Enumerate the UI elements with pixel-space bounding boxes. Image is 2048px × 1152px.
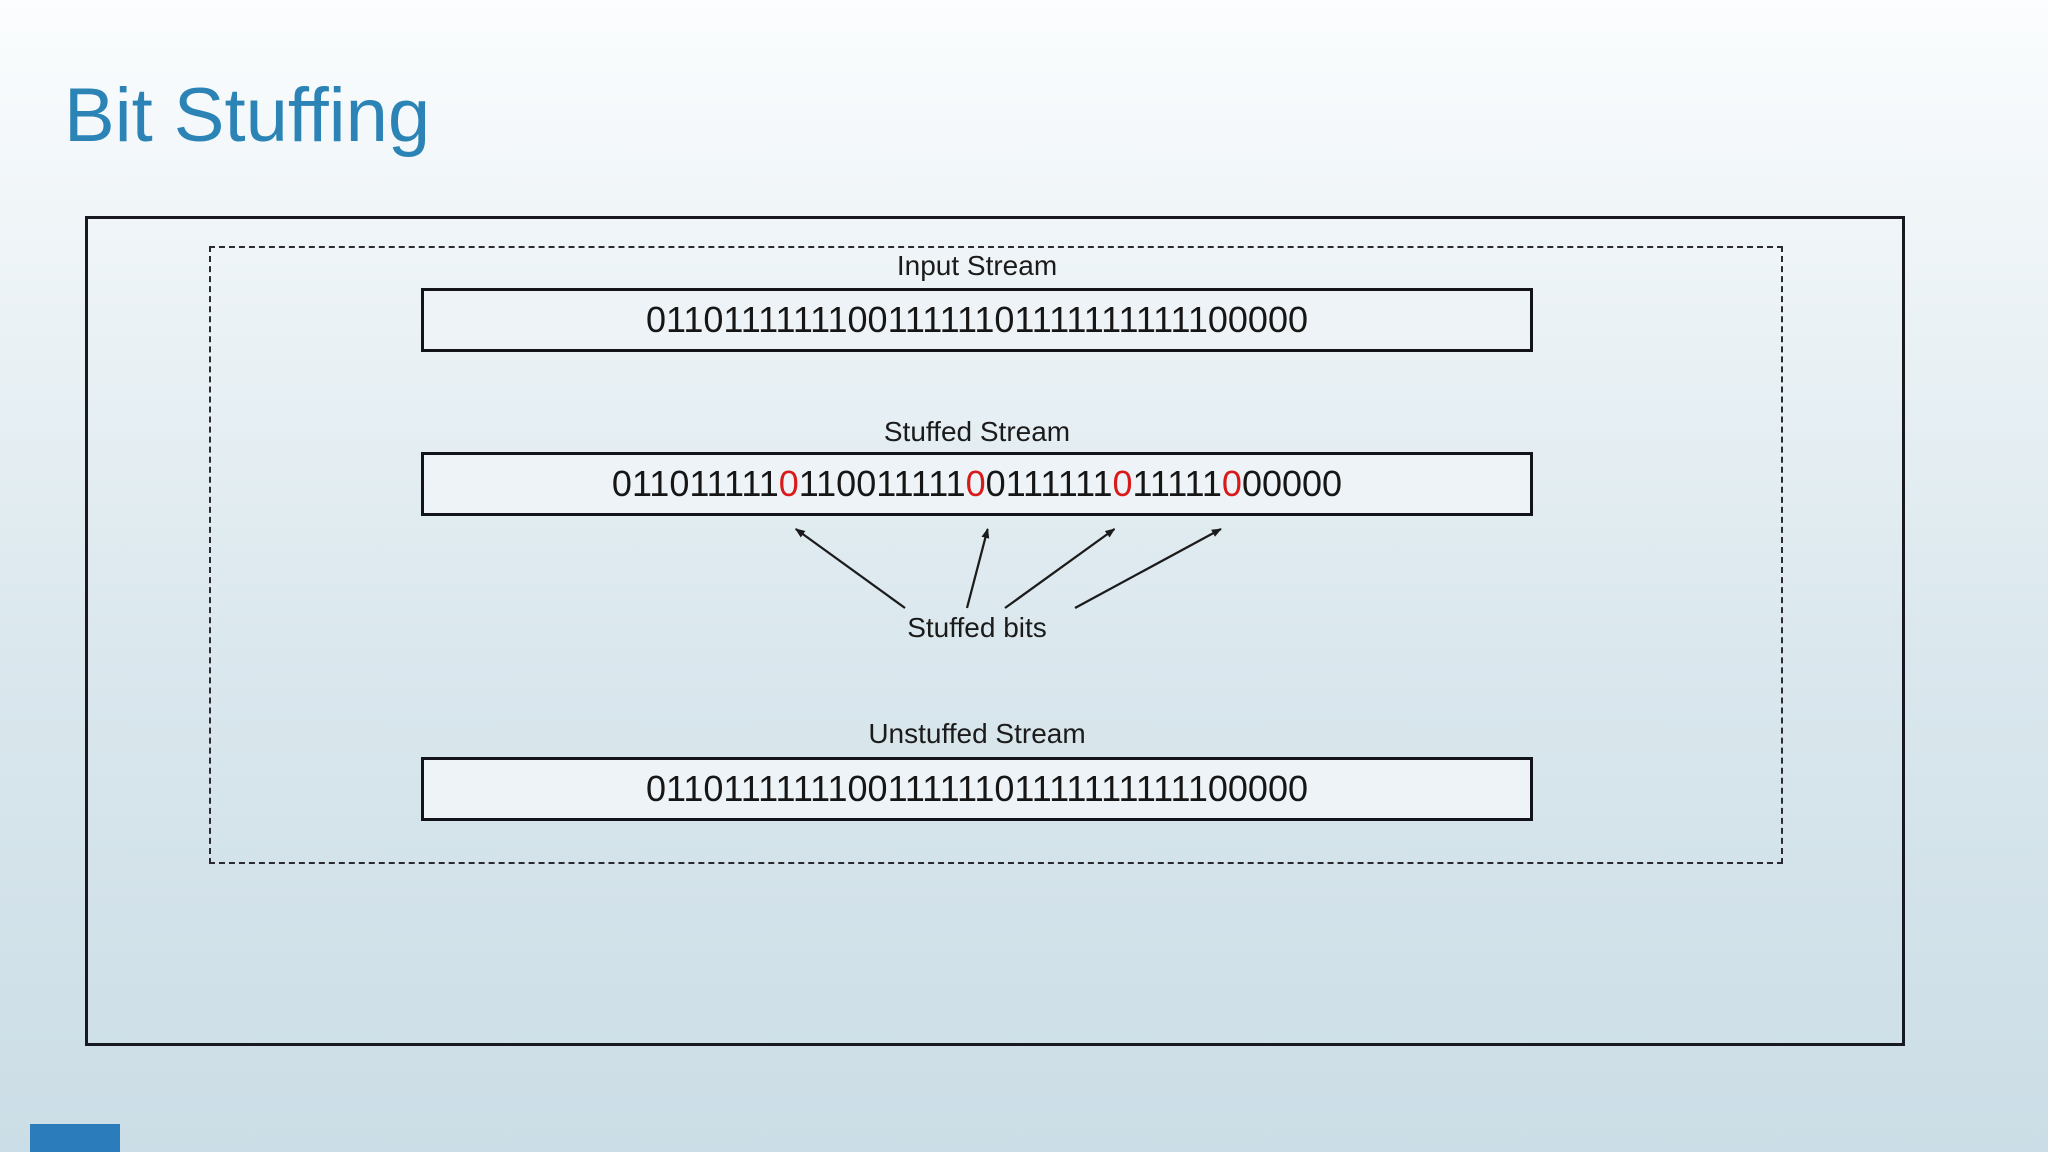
unstuffed-stream-box: 011011111110011111101111111111100000 bbox=[421, 757, 1533, 821]
bit-run: 011011111 bbox=[611, 463, 779, 504]
stuffed-bit: 0 bbox=[965, 463, 986, 504]
stuffed-stream-label: Stuffed Stream bbox=[883, 416, 1071, 447]
stuffed-stream-box: 011011111011001111100111111011111000000 bbox=[421, 452, 1533, 516]
bit-run: 0111111 bbox=[985, 463, 1113, 504]
input-stream-box: 011011111110011111101111111111100000 bbox=[421, 288, 1533, 352]
stuffed-bit: 0 bbox=[778, 463, 799, 504]
bit-run: 00000 bbox=[1241, 463, 1343, 504]
bit-run: 11111 bbox=[1132, 463, 1222, 504]
stuffed-bits-caption: Stuffed bits bbox=[907, 612, 1047, 643]
outer-panel bbox=[85, 216, 1905, 1046]
unstuffed-stream-bits: 011011111110011111101111111111100000 bbox=[646, 768, 1308, 809]
page-title: Bit Stuffing bbox=[64, 73, 431, 158]
stuffed-stream-bits: 011011111011001111100111111011111000000 bbox=[612, 463, 1342, 505]
dashed-group-box bbox=[209, 246, 1783, 864]
stuffed-bit: 0 bbox=[1112, 463, 1133, 504]
input-stream-bits: 011011111110011111101111111111100000 bbox=[646, 299, 1308, 340]
footer-accent-square bbox=[30, 1124, 120, 1152]
input-stream-label: Input Stream bbox=[896, 250, 1058, 281]
unstuffed-stream-label: Unstuffed Stream bbox=[868, 718, 1086, 749]
bit-run: 110011111 bbox=[798, 463, 966, 504]
stuffed-bit: 0 bbox=[1221, 463, 1242, 504]
